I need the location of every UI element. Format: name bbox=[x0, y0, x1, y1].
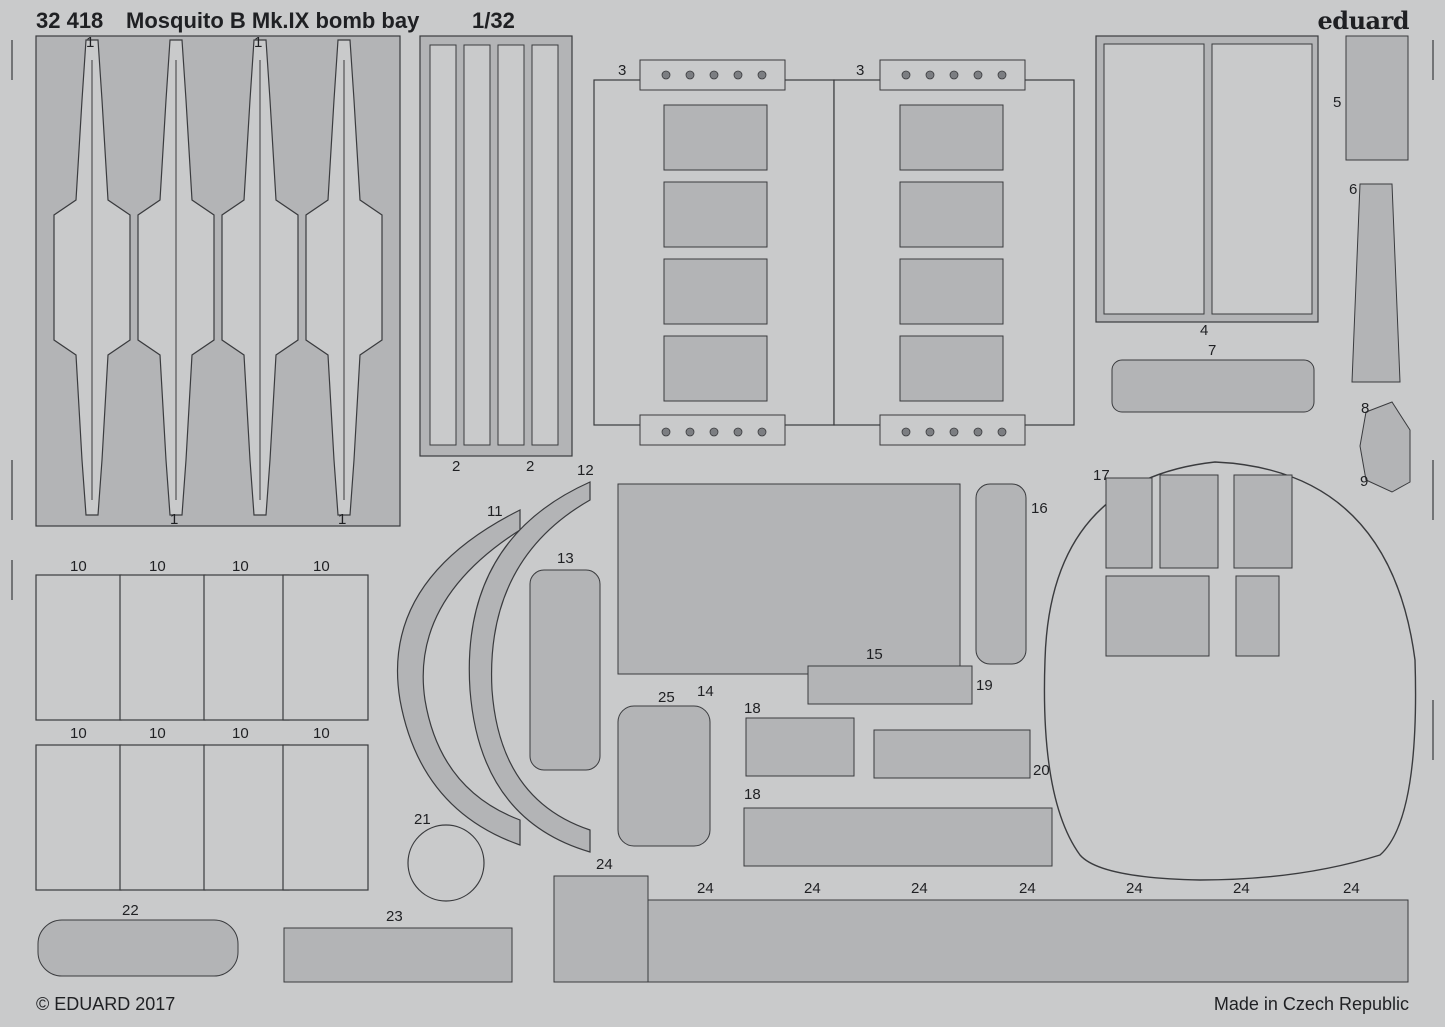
scale-label: 1/32 bbox=[472, 8, 515, 33]
part-17-bulkhead bbox=[1043, 461, 1417, 881]
part-label-24: 24 bbox=[697, 880, 714, 897]
part-label-2: 2 bbox=[526, 458, 535, 475]
part-6-strip bbox=[1351, 183, 1401, 383]
copyright-notice: © EDUARD 2017 bbox=[36, 994, 176, 1014]
part-label-24: 24 bbox=[596, 856, 613, 873]
part-label-22: 22 bbox=[122, 902, 139, 919]
part-label-24: 24 bbox=[1343, 880, 1360, 897]
part-7-strip bbox=[1111, 359, 1315, 413]
part-label-1: 1 bbox=[254, 34, 263, 51]
part-label-21: 21 bbox=[414, 811, 431, 828]
part-label-9: 9 bbox=[1360, 473, 1369, 490]
part-label-4: 4 bbox=[1200, 322, 1209, 339]
part-label-20: 20 bbox=[1033, 762, 1050, 779]
part-11-12-arcs bbox=[396, 481, 591, 853]
part-label-3: 3 bbox=[618, 62, 627, 79]
part-label-16: 16 bbox=[1031, 500, 1048, 517]
part-label-10: 10 bbox=[232, 725, 249, 742]
part-22-strip bbox=[37, 919, 239, 977]
part-2-fret bbox=[419, 35, 573, 457]
part-10-frames bbox=[35, 574, 369, 891]
part-label-17: 17 bbox=[1093, 467, 1110, 484]
part-label-18: 18 bbox=[744, 786, 761, 803]
part-13-strip bbox=[529, 569, 601, 771]
part-code: 32 418 bbox=[36, 8, 104, 33]
part-label-24: 24 bbox=[804, 880, 821, 897]
part-label-2: 2 bbox=[452, 458, 461, 475]
part-14-fret bbox=[617, 483, 961, 675]
part-4-fret bbox=[1095, 35, 1319, 323]
part-8-9-fret bbox=[1359, 401, 1411, 493]
part-1-fret bbox=[35, 35, 401, 527]
part-label-3: 3 bbox=[856, 62, 865, 79]
part-label-1: 1 bbox=[86, 34, 95, 51]
part-label-5: 5 bbox=[1333, 94, 1342, 111]
part-3-panels bbox=[593, 59, 1075, 446]
part-15-19-fret bbox=[807, 665, 973, 705]
part-label-23: 23 bbox=[386, 908, 403, 925]
part-label-24: 24 bbox=[1233, 880, 1250, 897]
part-label-19: 19 bbox=[976, 677, 993, 694]
part-21-disc bbox=[407, 824, 485, 902]
part-label-25: 25 bbox=[658, 689, 675, 706]
part-label-1: 1 bbox=[338, 511, 347, 528]
part-label-13: 13 bbox=[557, 550, 574, 567]
part-label-10: 10 bbox=[70, 558, 87, 575]
part-label-7: 7 bbox=[1208, 342, 1217, 359]
part-24-fret bbox=[553, 875, 1409, 983]
part-label-10: 10 bbox=[70, 725, 87, 742]
part-25-fret bbox=[617, 705, 711, 847]
part-label-1: 1 bbox=[170, 511, 179, 528]
part-label-6: 6 bbox=[1349, 181, 1358, 198]
brand-logo: eduard bbox=[1317, 6, 1410, 35]
origin-label: Made in Czech Republic bbox=[1213, 994, 1409, 1014]
part-label-18: 18 bbox=[744, 700, 761, 717]
part-label-12: 12 bbox=[577, 462, 594, 479]
part-label-24: 24 bbox=[1019, 880, 1036, 897]
part-label-24: 24 bbox=[911, 880, 928, 897]
part-label-14: 14 bbox=[697, 683, 714, 700]
part-label-11: 11 bbox=[487, 503, 503, 520]
part-label-10: 10 bbox=[313, 558, 330, 575]
part-label-15: 15 bbox=[866, 646, 883, 663]
part-18-frets bbox=[743, 717, 1053, 867]
part-16-fret bbox=[975, 483, 1027, 665]
part-label-10: 10 bbox=[149, 558, 166, 575]
part-20-fret bbox=[873, 729, 1031, 779]
part-23-strip bbox=[283, 927, 513, 983]
part-label-10: 10 bbox=[149, 725, 166, 742]
sheet-title: Mosquito B Mk.IX bomb bay bbox=[126, 8, 420, 33]
part-5-fret bbox=[1345, 35, 1409, 161]
frame-marks bbox=[11, 40, 1434, 760]
part-label-10: 10 bbox=[232, 558, 249, 575]
part-label-10: 10 bbox=[313, 725, 330, 742]
part-label-24: 24 bbox=[1126, 880, 1143, 897]
part-label-8: 8 bbox=[1361, 400, 1370, 417]
